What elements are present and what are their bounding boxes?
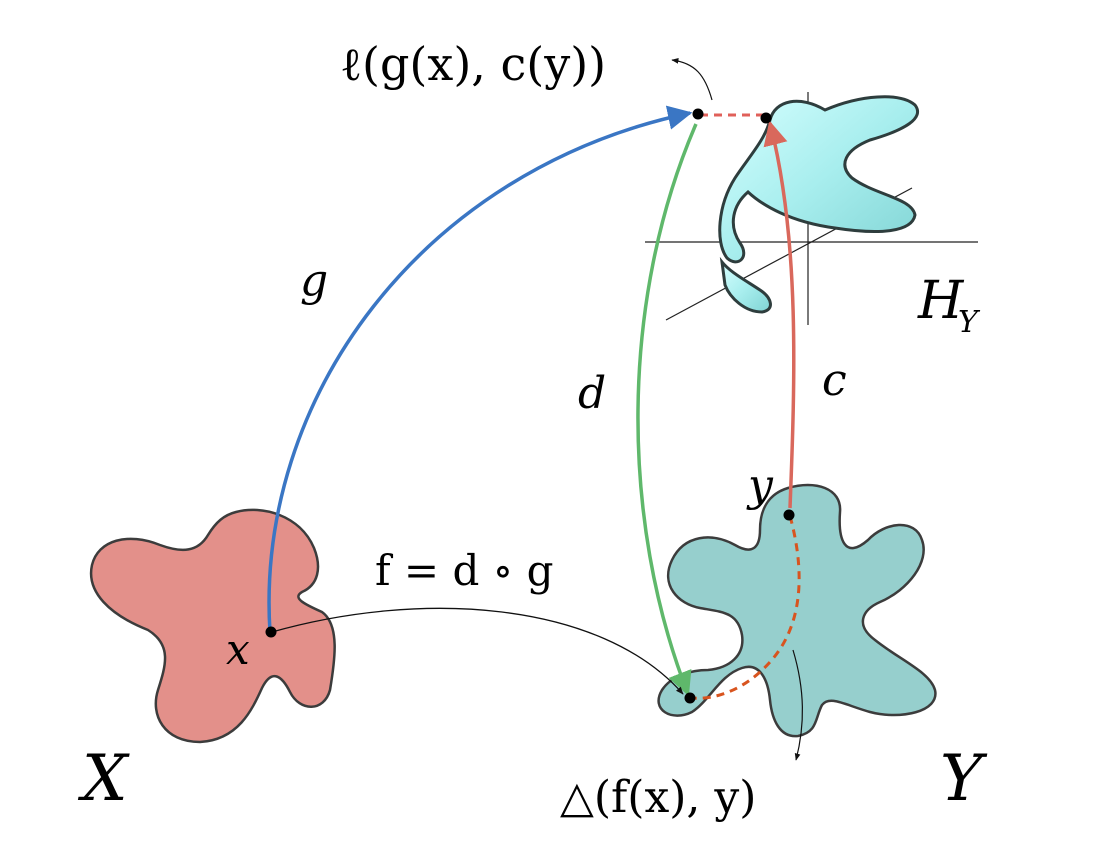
label-x: x xyxy=(226,625,250,674)
arrow-d xyxy=(636,123,698,697)
label-loss: ℓ(g(x), c(y)) xyxy=(340,37,606,91)
loss-pointer-arrow xyxy=(671,57,713,101)
label-space-h-subscript: Y xyxy=(958,305,981,340)
label-c: c xyxy=(822,355,847,406)
point-x xyxy=(265,626,277,638)
surface-lower-fold xyxy=(719,256,772,314)
label-d: d xyxy=(578,368,606,419)
point-y xyxy=(783,509,795,521)
point-c-y xyxy=(760,112,772,124)
blob-x-space xyxy=(89,508,336,744)
surface-upper-fold xyxy=(718,95,919,264)
label-space-h: H xyxy=(917,271,965,331)
label-space-x: X xyxy=(77,742,130,816)
surface-h-space xyxy=(718,95,919,314)
label-y: y xyxy=(746,460,774,511)
blob-y-space xyxy=(657,483,937,738)
arrow-c xyxy=(763,120,796,509)
label-space-y: Y xyxy=(940,742,988,816)
arrow-g xyxy=(267,105,693,633)
label-delta: △(f(x), y) xyxy=(560,772,756,823)
delta-pointer-arrow xyxy=(792,649,804,761)
point-f-x xyxy=(684,692,696,704)
label-f-composition: f = d ∘ g xyxy=(375,546,554,595)
label-g: g xyxy=(300,255,328,306)
arrow-f xyxy=(271,607,684,695)
point-g-x xyxy=(692,108,704,120)
delta-dashed-path xyxy=(691,515,801,700)
